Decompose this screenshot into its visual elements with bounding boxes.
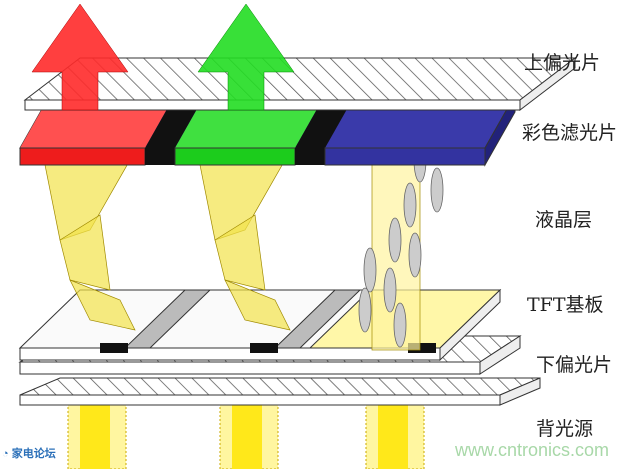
label-backlight: 背光源 <box>536 418 594 440</box>
logo-watermark: ◔ 家电论坛 <box>2 445 56 461</box>
red-light-arrow <box>31 3 129 111</box>
backlight-layer <box>19 377 541 406</box>
site-watermark: www.cntronics.com <box>455 440 610 460</box>
backlight-beams <box>67 404 425 469</box>
liquid-crystal-layer <box>44 159 421 351</box>
label-liquid-crystal: 液晶层 <box>535 209 593 231</box>
top-polarizer <box>23 56 577 112</box>
label-color-filter: 彩色滤光片 <box>522 122 618 144</box>
liquid-crystal-molecules <box>358 137 444 348</box>
green-light-arrow <box>197 3 295 111</box>
label-tft-substrate: TFT基板 <box>527 294 604 316</box>
logo-text: 家电论坛 <box>11 448 56 460</box>
label-top-polarizer: 上偏光片 <box>524 52 601 74</box>
logo-icon: ◔ <box>2 448 9 460</box>
label-bottom-polarizer: 下偏光片 <box>536 354 613 376</box>
